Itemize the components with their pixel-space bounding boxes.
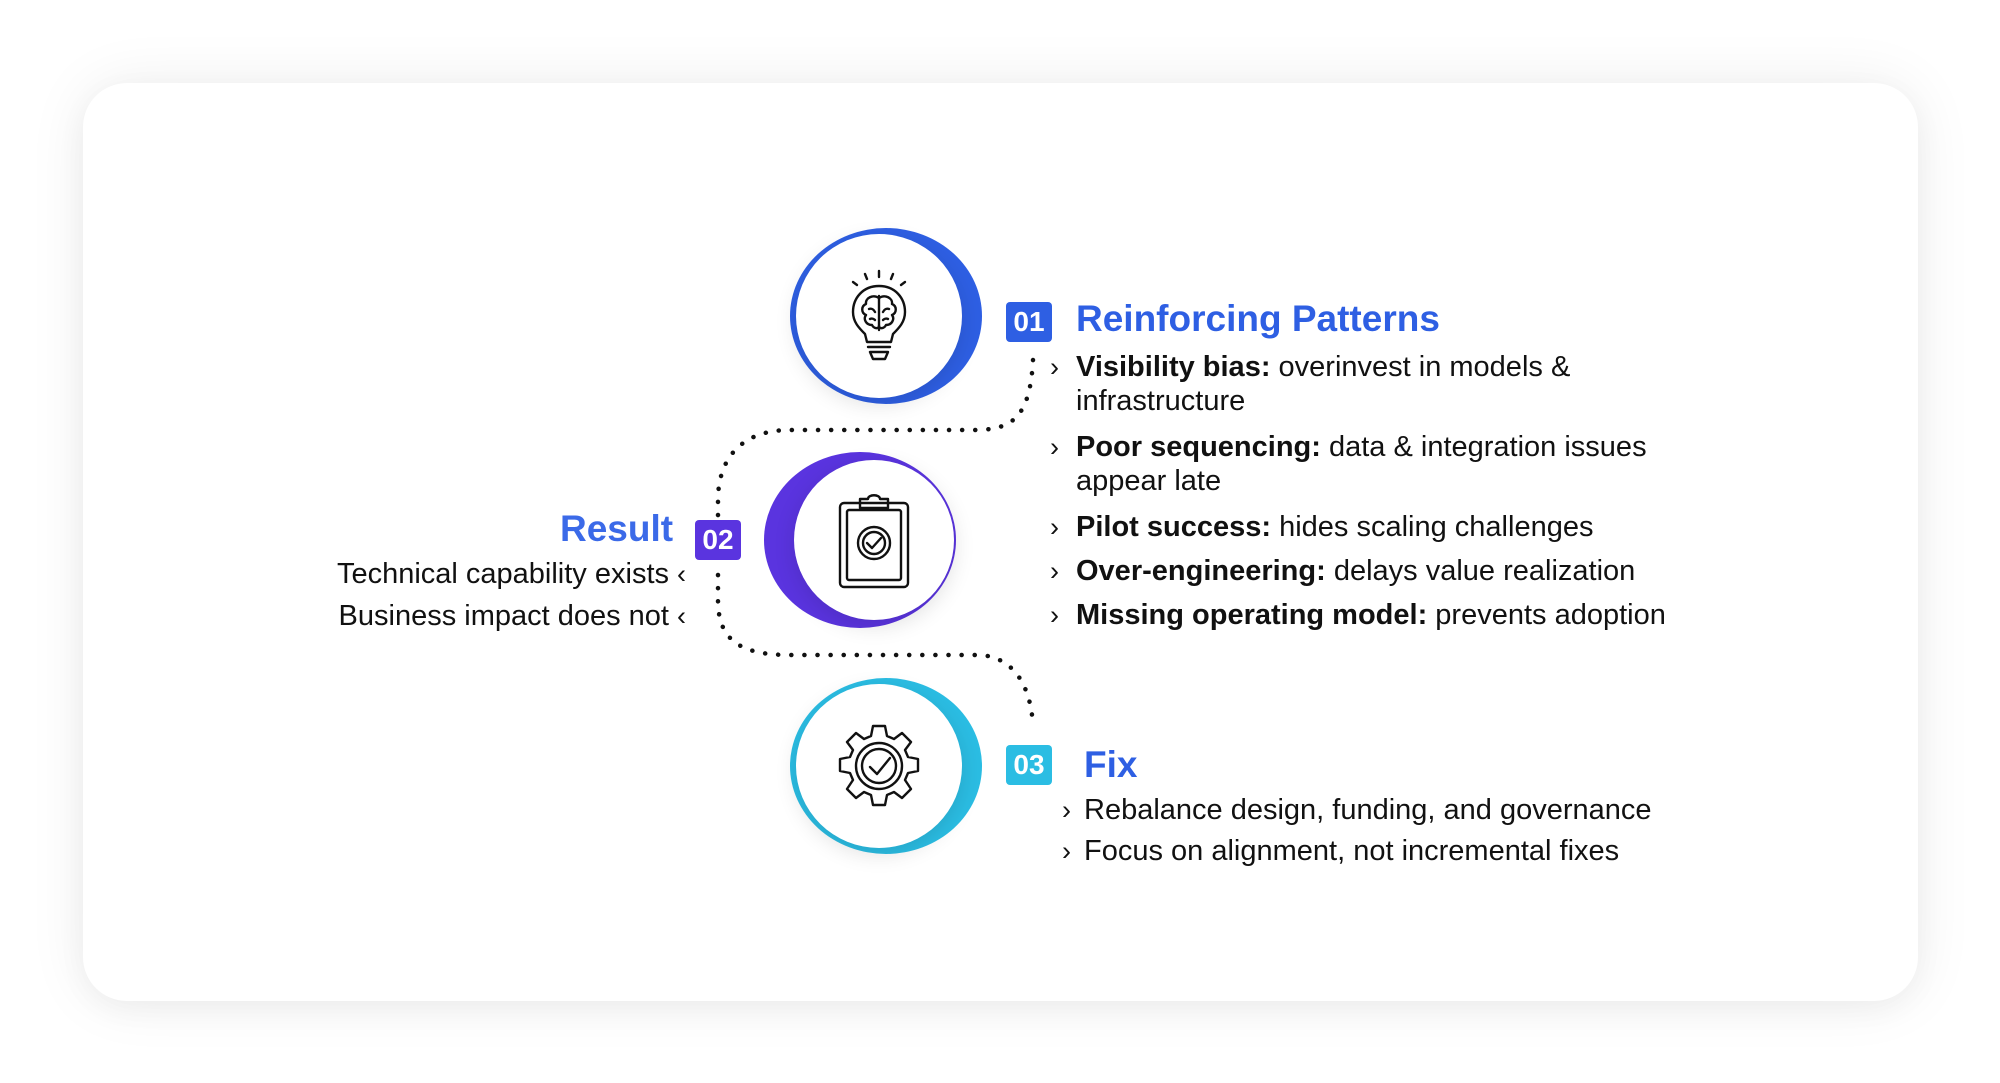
step-3-number-badge: 03 bbox=[1006, 745, 1052, 785]
chevron-left-icon: ‹ bbox=[677, 601, 686, 631]
list-item: › Pilot success: hides scaling challenge… bbox=[1050, 510, 1666, 544]
step-1-icon-holder bbox=[796, 234, 962, 398]
list-item: › Rebalance design, funding, and governa… bbox=[1062, 793, 1652, 827]
step-2-ring bbox=[764, 452, 956, 628]
item-text: Focus on alignment, not incremental fixe… bbox=[1084, 835, 1620, 867]
item-text-continued: appear late bbox=[1076, 465, 1222, 497]
step-2-list: Technical capability exists ‹ Business im… bbox=[337, 557, 686, 641]
clipboard-check-icon bbox=[838, 494, 910, 589]
list-item: Technical capability exists ‹ bbox=[337, 557, 686, 591]
item-bold-label: Pilot success: bbox=[1076, 511, 1272, 543]
item-text: prevents adoption bbox=[1427, 599, 1666, 631]
step-1-ring bbox=[790, 228, 982, 404]
lightbulb-brain-icon bbox=[851, 269, 907, 361]
step-3-ring bbox=[790, 678, 982, 854]
item-text: Rebalance design, funding, and governanc… bbox=[1084, 794, 1652, 826]
slide-card bbox=[83, 83, 1918, 1001]
list-item: › Focus on alignment, not incremental fi… bbox=[1062, 834, 1652, 868]
step-3-title: Fix bbox=[1084, 744, 1138, 785]
chevron-right-icon: › bbox=[1062, 795, 1071, 825]
step-3-list: › Rebalance design, funding, and governa… bbox=[1062, 793, 1652, 875]
step-1-list: › Visibility bias: overinvest in models … bbox=[1050, 350, 1666, 642]
item-text: Business impact does not bbox=[338, 600, 669, 632]
chevron-right-icon: › bbox=[1050, 512, 1059, 542]
item-text: delays value realization bbox=[1325, 555, 1636, 587]
item-text: overinvest in models & bbox=[1270, 351, 1571, 383]
step-3-icon-holder bbox=[796, 684, 962, 848]
item-bold-label: Over-engineering: bbox=[1076, 555, 1326, 587]
list-item: › Visibility bias: overinvest in models … bbox=[1050, 350, 1666, 418]
list-item: › Poor sequencing: data & integration is… bbox=[1050, 430, 1666, 498]
item-bold-label: Poor sequencing: bbox=[1076, 431, 1321, 463]
item-bold-label: Visibility bias: bbox=[1076, 351, 1271, 383]
list-item: › Missing operating model: prevents adop… bbox=[1050, 598, 1666, 632]
chevron-right-icon: › bbox=[1062, 836, 1071, 866]
chevron-left-icon: ‹ bbox=[677, 559, 686, 589]
list-item: › Over-engineering: delays value realiza… bbox=[1050, 554, 1666, 588]
item-text-continued: infrastructure bbox=[1076, 385, 1246, 417]
chevron-right-icon: › bbox=[1050, 556, 1059, 586]
step-2-icon-holder bbox=[794, 460, 954, 620]
item-text: Technical capability exists bbox=[336, 558, 669, 590]
gear-check-icon bbox=[838, 724, 920, 807]
chevron-right-icon: › bbox=[1050, 352, 1059, 382]
item-text: data & integration issues bbox=[1320, 431, 1647, 463]
chevron-right-icon: › bbox=[1050, 600, 1059, 630]
step-2-title: Result bbox=[560, 508, 674, 549]
step-1-title: Reinforcing Patterns bbox=[1076, 298, 1440, 339]
item-bold-label: Missing operating model: bbox=[1076, 599, 1428, 631]
step-2-number-badge: 02 bbox=[695, 520, 741, 560]
list-item: Business impact does not ‹ bbox=[337, 599, 686, 633]
chevron-right-icon: › bbox=[1050, 432, 1059, 462]
step-1-number-badge: 01 bbox=[1006, 302, 1052, 342]
item-text: hides scaling challenges bbox=[1271, 511, 1594, 543]
